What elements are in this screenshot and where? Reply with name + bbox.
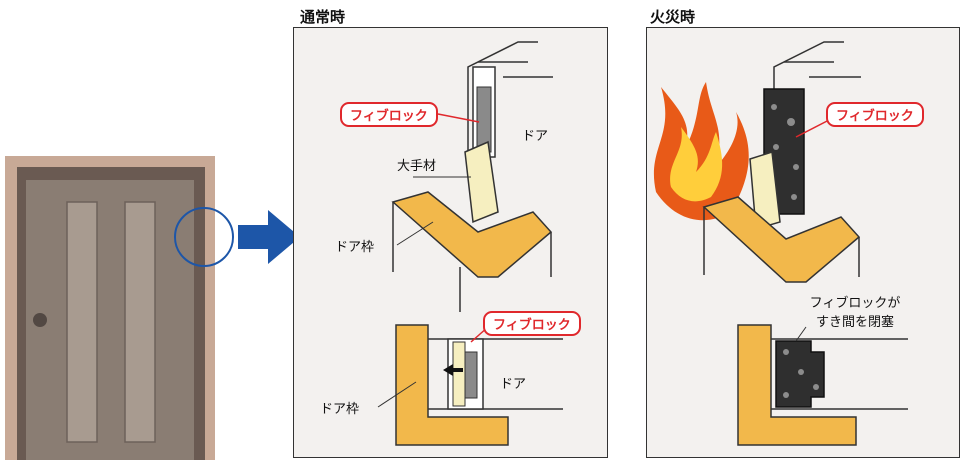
frame-label-bottom: ドア枠 xyxy=(320,402,360,417)
door-panel-left xyxy=(66,201,98,443)
normal-panel-drawing xyxy=(377,41,563,446)
door-label-bottom: ドア xyxy=(500,377,527,392)
door-illustration xyxy=(5,156,215,460)
gap-note-line1: フィブロックが xyxy=(809,296,901,311)
magnify-circle xyxy=(174,207,234,267)
gap-note-line2: すき間を閉塞 xyxy=(815,315,894,330)
fireblock-strip-top xyxy=(476,86,492,153)
gap-note: フィブロックが すき間を閉塞 xyxy=(800,292,910,330)
edge-trim xyxy=(464,140,499,224)
normal-panel-title: 通常時 xyxy=(300,8,346,26)
blue-arrow xyxy=(238,210,300,264)
fireblock-tag-top: フィブロック xyxy=(340,102,438,127)
magnify-pointer xyxy=(174,207,300,267)
fire-panel-title: 火災時 xyxy=(650,8,696,26)
door-frame-top xyxy=(391,191,553,278)
door-outline-top xyxy=(467,41,538,167)
edge-trim-label: 大手材 xyxy=(397,159,437,174)
fireblock-tag-fire: フィブロック xyxy=(826,102,924,127)
fireblock-strip-bottom xyxy=(464,351,478,399)
fire-panel-drawing xyxy=(653,41,908,446)
frame-label-top: ドア枠 xyxy=(335,240,375,255)
door-leaf xyxy=(26,180,194,460)
door-knob xyxy=(33,313,47,327)
door-label-top: ドア xyxy=(522,129,549,144)
door-panel-right xyxy=(124,201,156,443)
edge-trim-bottom xyxy=(452,341,466,407)
fireblock-tag-bottom: フィブロック xyxy=(483,311,581,336)
expand-arrow xyxy=(443,364,463,376)
door-frame-bottom xyxy=(395,324,509,446)
